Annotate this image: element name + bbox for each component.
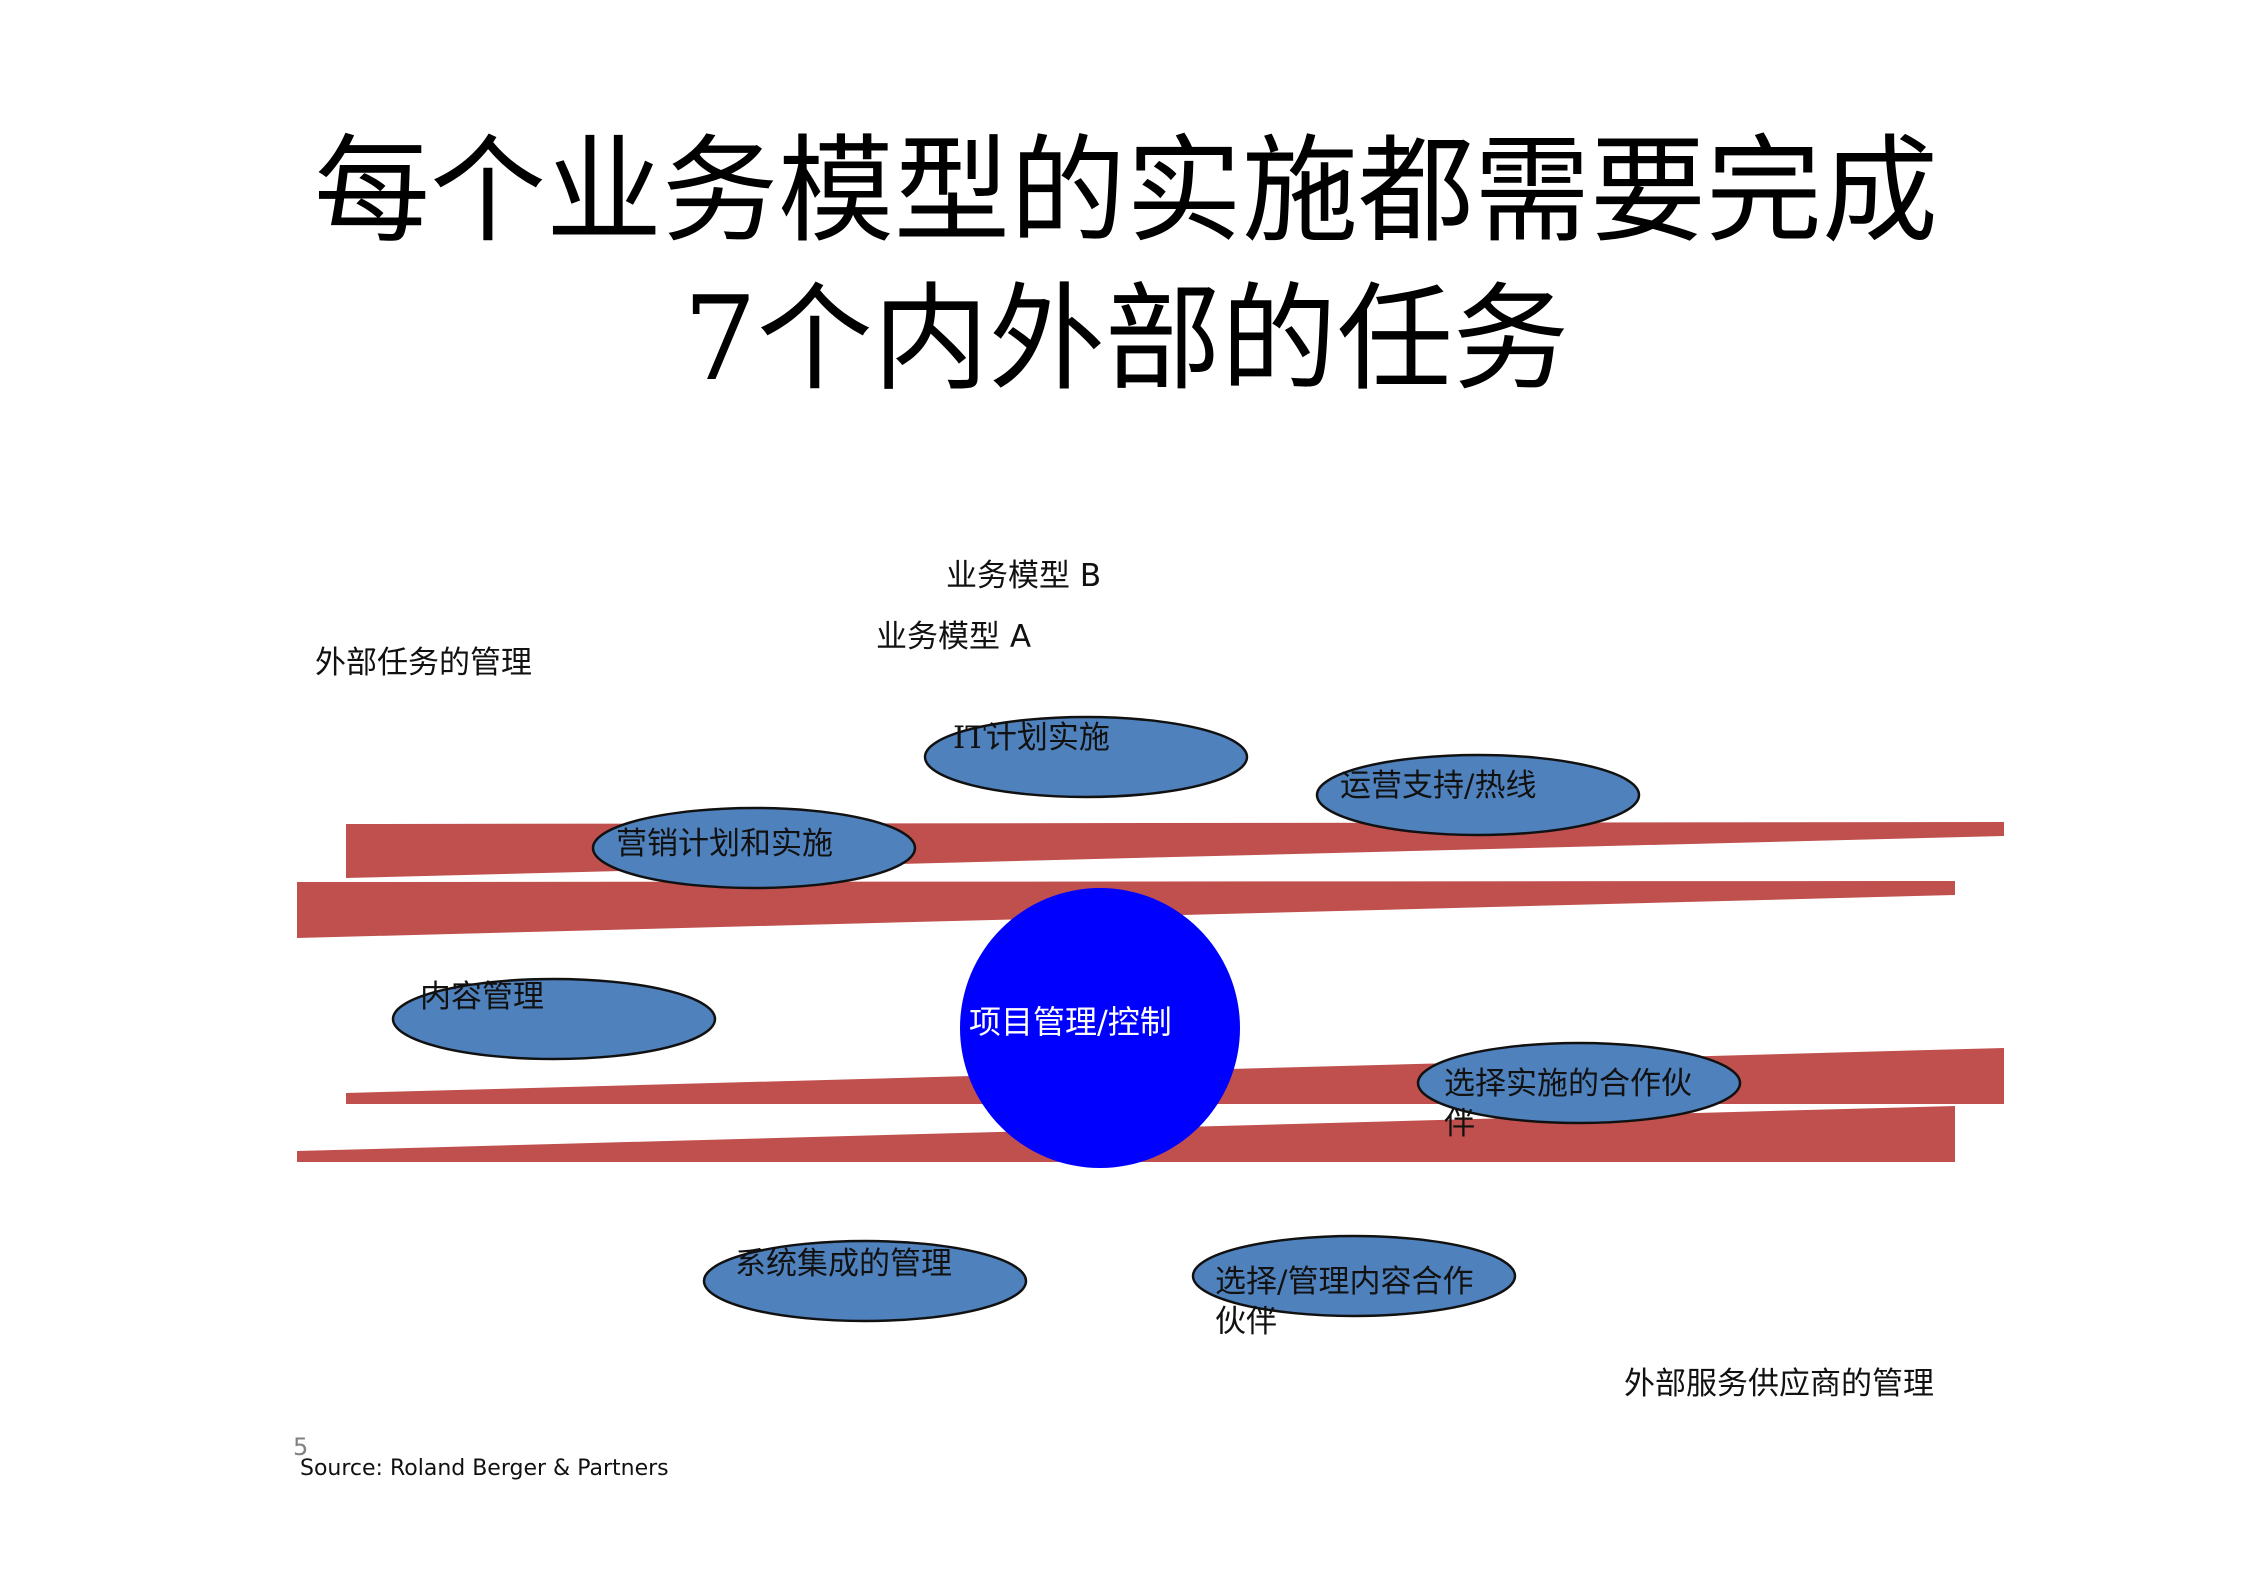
task-label-it-plan: IT计划实施: [953, 720, 1110, 756]
task-ellipse-marketing: [591, 806, 917, 890]
task-ellipse-content-mgmt: [391, 977, 717, 1061]
label-business-model-a: 业务模型 A: [876, 619, 1032, 655]
task-ellipse-impl-partner: [1416, 1041, 1742, 1125]
source-note: Source: Roland Berger & Partners: [300, 1456, 669, 1481]
slide-title-line-1: 每个业务模型的实施都需要完成: [314, 124, 1938, 259]
task-label-impl-partner: 选择实施的合作伙伴: [1444, 1066, 1692, 1142]
task-ellipse-it-plan: [923, 715, 1249, 799]
task-label-content-partner: 选择/管理内容合作伙伴: [1215, 1264, 1474, 1340]
page-number: 5: [293, 1433, 309, 1461]
task-label-marketing: 营销计划和实施: [616, 826, 833, 862]
task-ellipse-ops-support: [1315, 753, 1641, 837]
task-label-content-mgmt: 内容管理: [420, 979, 544, 1015]
label-external-provider-management: 外部服务供应商的管理: [1624, 1366, 1934, 1402]
slide-title-line-2: 7个内外部的任务: [683, 272, 1569, 407]
task-label-ops-support: 运营支持/热线: [1340, 768, 1537, 804]
center-circle: [960, 888, 1240, 1168]
center-label-project-control: 项目管理/控制: [969, 1003, 1172, 1041]
task-label-sys-integration: 系统集成的管理: [735, 1246, 952, 1282]
label-external-task-management: 外部任务的管理: [315, 645, 532, 681]
label-business-model-b: 业务模型 B: [946, 558, 1102, 594]
task-ellipse-content-partner: [1191, 1234, 1517, 1318]
task-ellipse-sys-integration: [702, 1239, 1028, 1323]
